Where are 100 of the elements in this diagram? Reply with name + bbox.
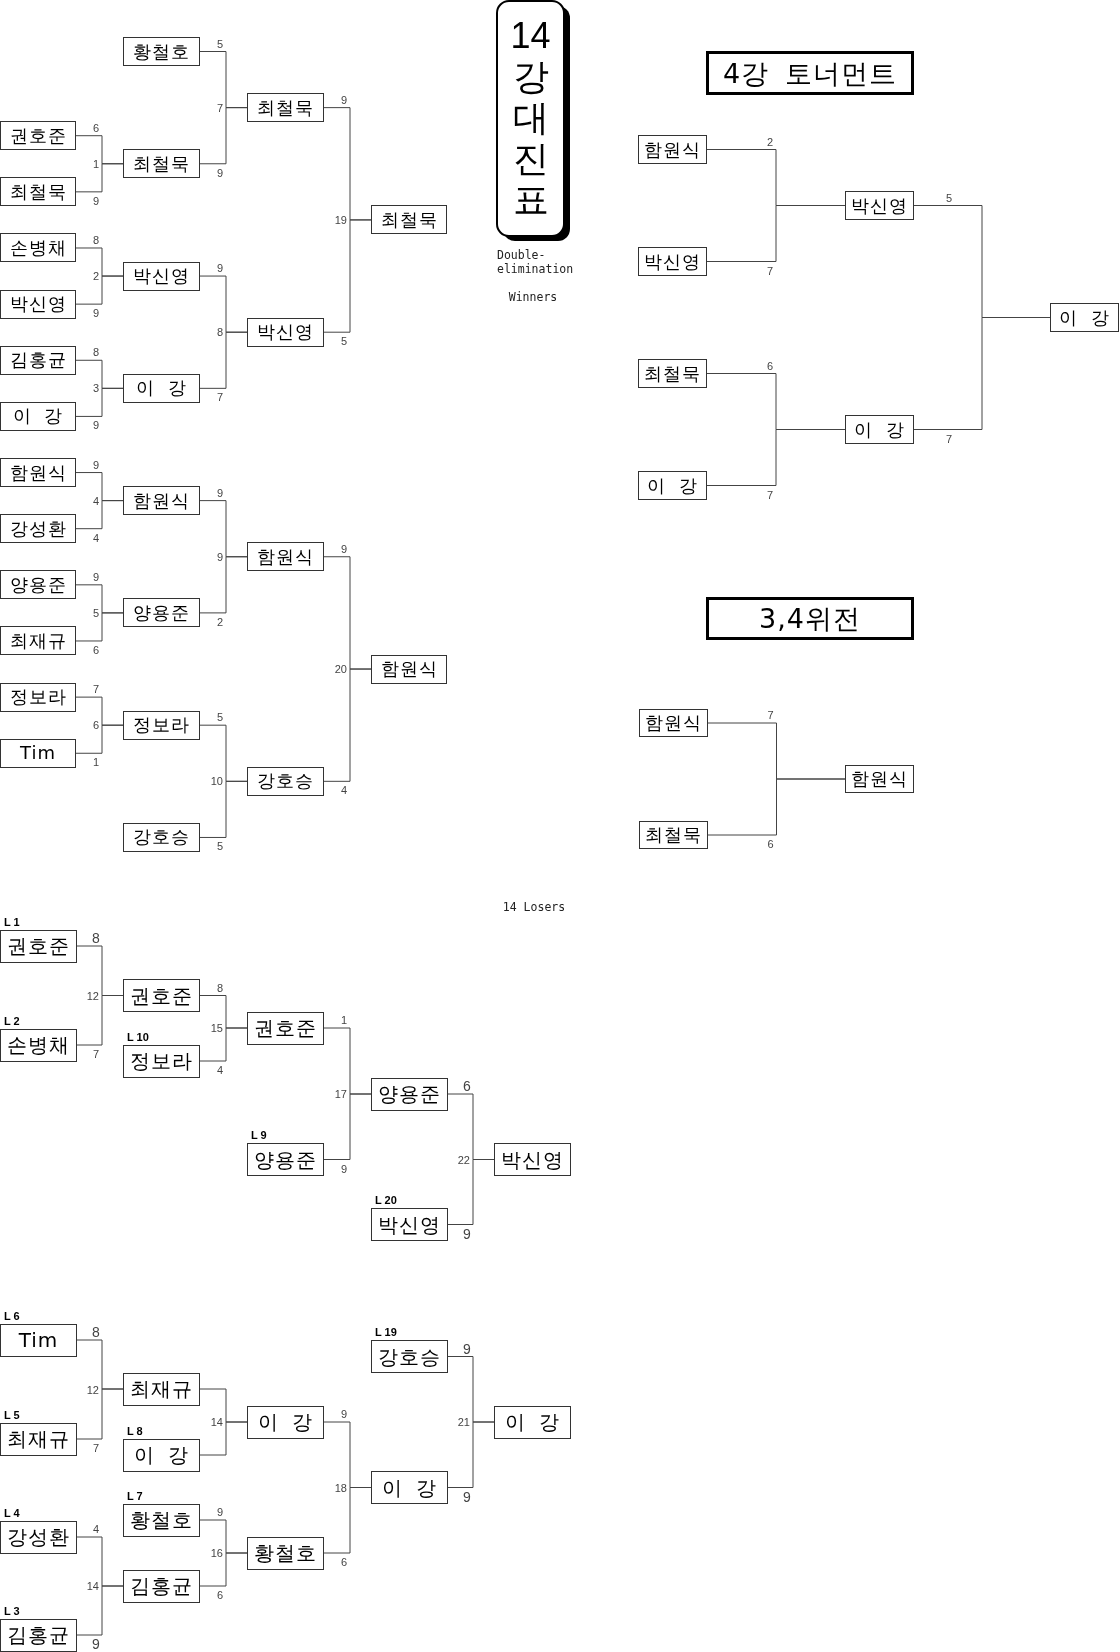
title-text: 14강대진표	[509, 15, 552, 220]
player-box: 양용준	[371, 1077, 448, 1111]
score-label: 6	[766, 360, 774, 371]
player-box: 함원식	[0, 458, 76, 488]
player-box: 정보라	[0, 682, 76, 712]
match-number: 5	[92, 607, 99, 619]
title-box	[496, 0, 571, 242]
bracket-line	[199, 1552, 248, 1587]
score-label: 4	[216, 1064, 224, 1076]
score-label: 1	[340, 1014, 348, 1026]
score-label: 6	[92, 644, 100, 656]
player-box: 이 강	[494, 1405, 571, 1439]
bracket-line	[323, 1093, 372, 1160]
player-box: 이 강	[247, 1405, 324, 1439]
score-label: 7	[767, 709, 774, 721]
player-box: 최재규	[0, 626, 76, 656]
bracket-line	[707, 778, 846, 836]
player-box: 양용준	[247, 1143, 324, 1176]
player-box: 함원식	[638, 135, 707, 164]
bracket-line	[199, 1027, 248, 1062]
score-label: 9	[216, 1506, 224, 1518]
match-number: 14	[86, 1580, 99, 1592]
score-label: 1	[92, 756, 100, 768]
player-box: 박신영	[638, 247, 707, 276]
seed-label: L 9	[251, 1130, 267, 1141]
score-label: 4	[92, 1523, 100, 1535]
bracket-line	[199, 331, 248, 389]
score-label: 9	[340, 543, 348, 555]
bracket-line	[75, 612, 124, 642]
bracket-line	[199, 556, 248, 614]
player-box: 정보라	[123, 1044, 200, 1078]
score-label: 8	[92, 346, 100, 358]
match-number: 2	[92, 270, 99, 282]
player-box: 손병채	[0, 233, 76, 263]
player-box: 함원식	[371, 654, 447, 684]
seed-label: L 7	[127, 1490, 143, 1502]
score-label: 5	[340, 335, 348, 347]
player-box: 이 강	[845, 415, 914, 444]
score-label: 6	[340, 1556, 348, 1568]
match-number: 18	[334, 1482, 347, 1493]
seed-label: L 1	[4, 916, 20, 928]
score-label: 8	[92, 1325, 100, 1339]
match-number: 19	[334, 214, 347, 226]
player-box: 박신영	[123, 261, 200, 291]
player-box: 양용준	[0, 570, 76, 600]
player-box: 최철묵	[638, 359, 707, 388]
score-label: 9	[92, 571, 100, 583]
bracket-line	[706, 205, 846, 262]
player-box: 이 강	[123, 1438, 200, 1472]
score-label: 5	[945, 192, 953, 203]
match-number: 10	[210, 775, 223, 787]
match-number: 22	[457, 1154, 470, 1165]
bracket-line	[75, 275, 124, 305]
player-box: 이 강	[371, 1471, 448, 1504]
player-box: 김홍균	[123, 1569, 200, 1603]
player-box: 함원식	[123, 486, 200, 516]
player-box: 함원식	[247, 542, 324, 572]
bracket-line	[199, 1421, 248, 1456]
match-number: 17	[334, 1088, 347, 1100]
player-box: 강호승	[123, 822, 200, 852]
seed-label: L 3	[4, 1605, 20, 1617]
score-label: 9	[92, 307, 100, 319]
player-box: 정보라	[123, 710, 200, 740]
player-box: 최재규	[0, 1422, 77, 1456]
player-box: 강성환	[0, 514, 76, 544]
player-box: Tim	[0, 1323, 77, 1357]
player-box: Tim	[0, 738, 76, 768]
bracket-line	[76, 1388, 124, 1440]
match-number: 3	[92, 382, 99, 394]
player-box: 김홍균	[0, 1618, 77, 1652]
score-label: 7	[92, 1048, 100, 1060]
score-label: 7	[945, 433, 953, 444]
bracket-line	[75, 724, 124, 754]
player-box: 이 강	[1050, 303, 1119, 332]
bracket-line	[447, 1421, 495, 1488]
match-number: 9	[216, 551, 223, 563]
player-box: 이 강	[638, 471, 707, 500]
bracket-line	[706, 429, 846, 486]
score-label: 8	[92, 234, 100, 246]
score-label: 9	[92, 195, 100, 207]
heading-box: 3,4위전	[706, 597, 914, 640]
player-box: 이 강	[123, 373, 200, 403]
player-box: 이 강	[0, 401, 76, 431]
score-label: 9	[340, 94, 348, 106]
player-box: 박신영	[845, 191, 914, 220]
player-box: 박신영	[247, 317, 324, 347]
score-label: 9	[463, 1341, 471, 1356]
score-label: 2	[216, 616, 224, 628]
player-box: 최재규	[123, 1372, 200, 1406]
match-number: 8	[216, 326, 223, 338]
score-label: 7	[92, 1442, 100, 1454]
score-label: 9	[340, 1163, 348, 1174]
score-label: 7	[766, 265, 774, 276]
bracket-line	[913, 317, 1051, 430]
heading-box: 4강 토너먼트	[706, 51, 914, 95]
seed-label: L 8	[127, 1425, 143, 1437]
bracket-line	[75, 163, 124, 193]
player-box: 권호준	[123, 979, 200, 1012]
match-number: 7	[216, 102, 223, 114]
player-box: 박신영	[494, 1143, 571, 1176]
